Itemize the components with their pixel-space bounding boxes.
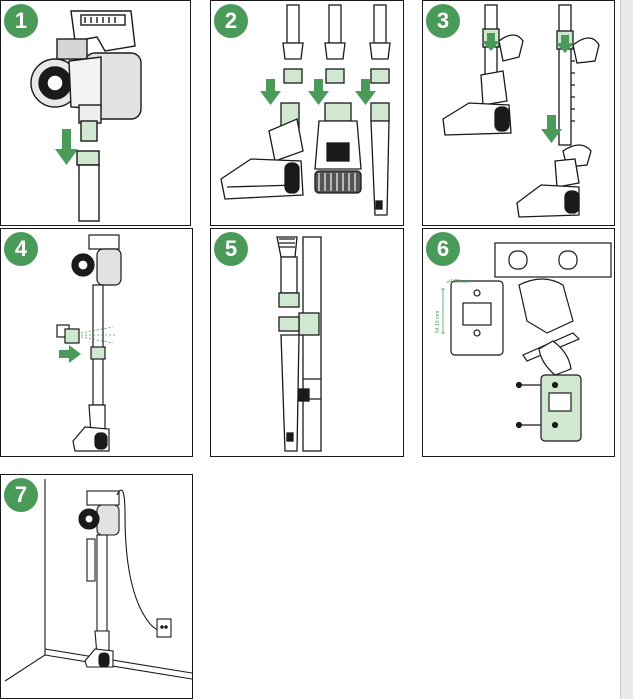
step-2-panel: 2	[210, 0, 404, 226]
step-1-illustration	[30, 10, 142, 222]
step-6-badge: 6	[426, 232, 460, 266]
step-7-illustration	[4, 479, 192, 682]
step-2-illustration	[220, 4, 391, 216]
hole-spacing-label: 54.10 mm	[435, 311, 441, 333]
step-4-illustration	[56, 234, 122, 452]
page-edge-strip	[620, 0, 633, 699]
step-4-badge: 4	[4, 232, 38, 266]
step-3-illustration	[442, 4, 600, 218]
step-4-panel: 4	[0, 228, 193, 457]
step-7-badge: 7	[4, 478, 38, 512]
step-1-panel: 1	[0, 0, 191, 226]
step-5-badge: 5	[214, 232, 248, 266]
step-3-badge: 3	[426, 4, 460, 38]
step-5-panel: 5	[210, 228, 404, 457]
step-5-illustration	[276, 236, 322, 452]
step-3-panel: 3	[422, 0, 615, 226]
hole-diameter-label: ⌀4.20 mm	[447, 279, 469, 285]
step-6-panel: 6 ⌀4.20 mm	[422, 228, 615, 457]
step-7-panel: 7	[0, 474, 193, 699]
step-6-illustration: ⌀4.20 mm 54.10 mm	[435, 242, 612, 442]
step-1-badge: 1	[4, 4, 38, 38]
step-2-badge: 2	[214, 4, 248, 38]
